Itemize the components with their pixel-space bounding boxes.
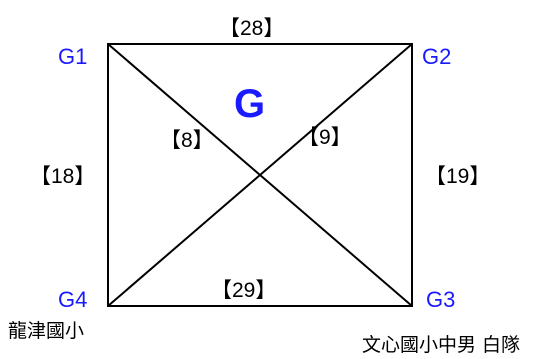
node-g3: G3 [426,287,456,312]
edge-label-g1-g3: 【8】 [160,129,214,152]
node-g4: G4 [58,287,88,312]
edge-label-g1-g4: 【18】 [30,165,96,188]
caption-right: 文心國小中男 白隊 [362,334,521,356]
edge-label-g4-g3: 【29】 [211,279,277,302]
group-title: G [234,82,266,126]
edge-label-g2-g4: 【9】 [298,126,352,149]
caption-left: 龍津國小 [8,320,85,342]
bracket-square [107,43,413,307]
diagonal-g2-g4 [107,43,413,307]
edge-label-g2-g3: 【19】 [425,165,491,188]
node-g1: G1 [58,44,88,69]
node-g2: G2 [422,44,452,69]
edge-label-g1-g2: 【28】 [219,17,285,40]
